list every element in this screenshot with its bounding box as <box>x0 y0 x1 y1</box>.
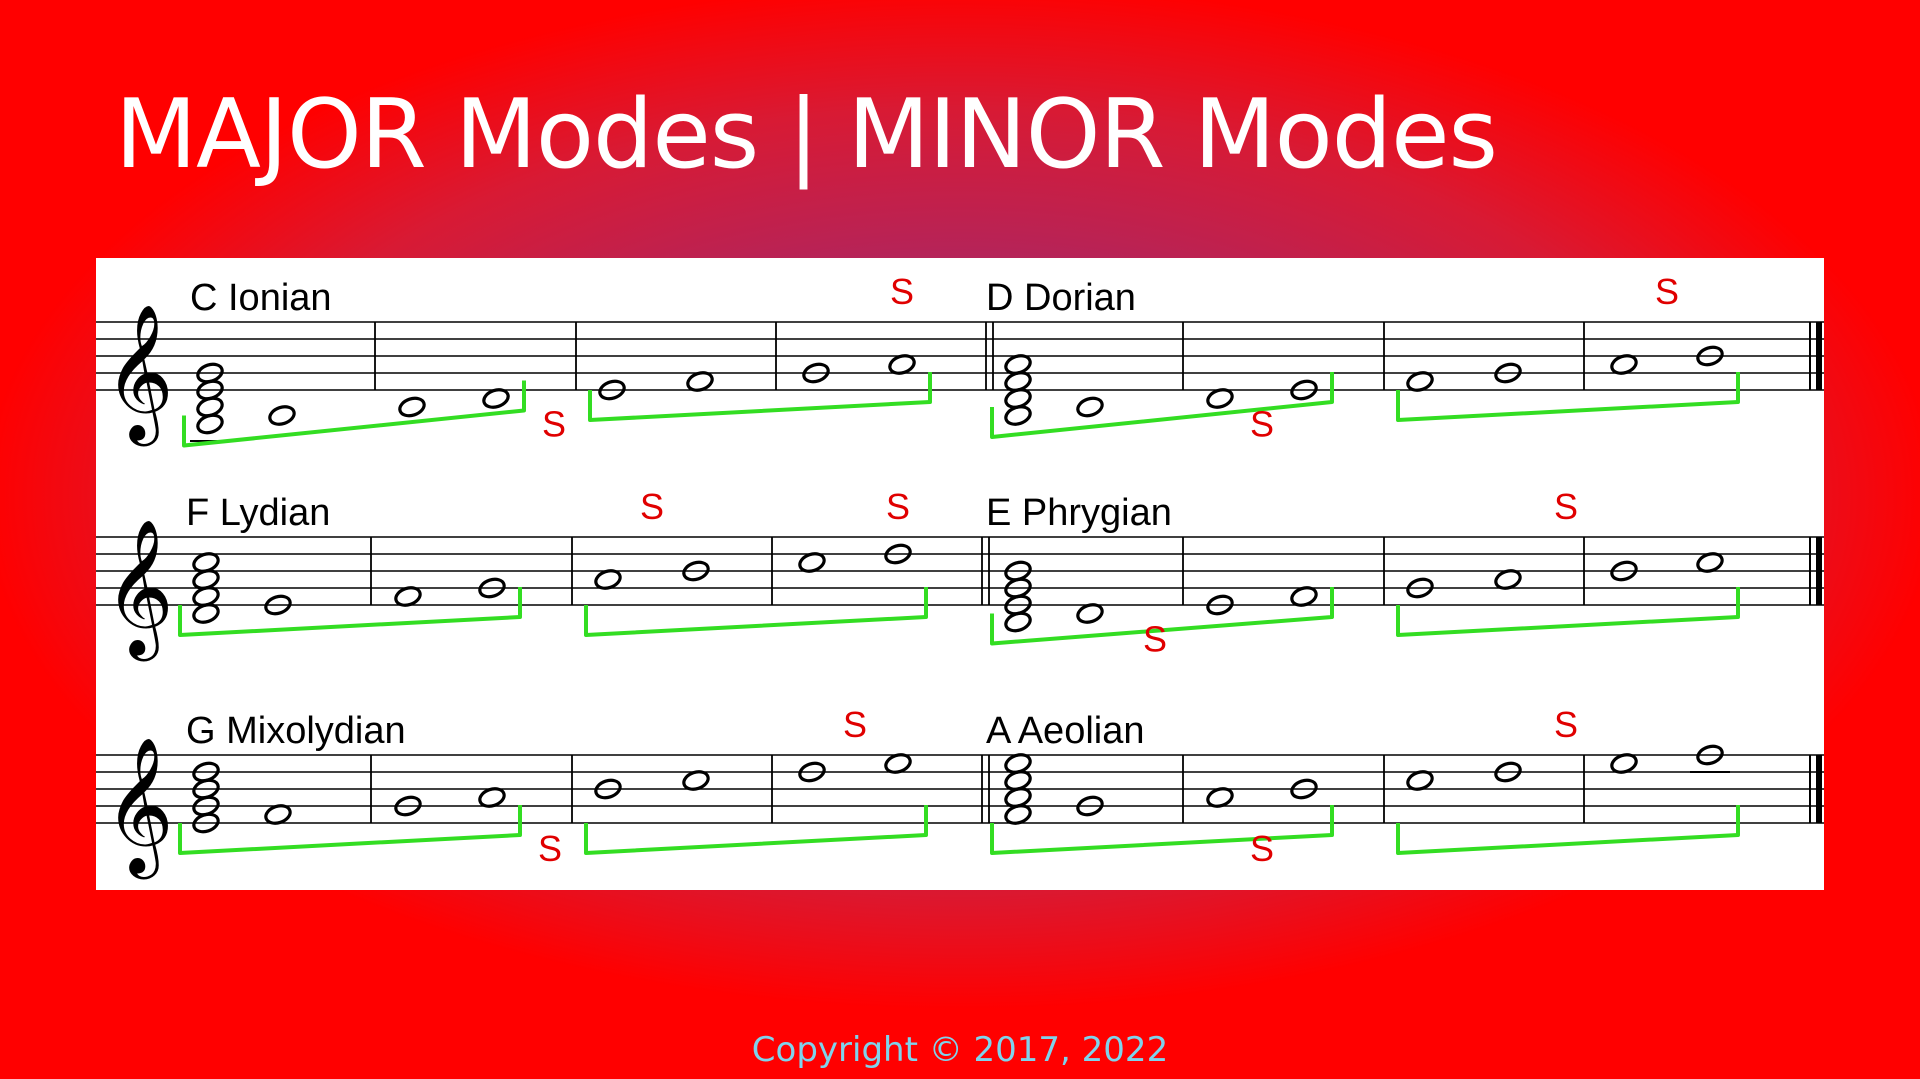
scale-note <box>686 371 714 392</box>
half-step-marker: S <box>1655 271 1679 312</box>
tetrachord-bracket <box>178 805 522 855</box>
mode-name-label: E Phrygian <box>986 492 1172 534</box>
mode-name-label: F Lydian <box>186 492 330 534</box>
chord-note <box>192 552 220 573</box>
tetrachord-bracket <box>588 372 932 422</box>
mode-name-label: A Aeolian <box>986 710 1144 752</box>
scale-note <box>1696 345 1724 367</box>
half-step-marker: S <box>1143 619 1167 660</box>
scale-note <box>398 396 426 418</box>
scale-note <box>1206 787 1234 808</box>
scale-note <box>1406 770 1434 791</box>
scale-note <box>264 594 292 616</box>
scale-note <box>1406 577 1434 599</box>
half-step-marker: S <box>886 486 910 527</box>
scale-note <box>1610 354 1638 375</box>
scale-note <box>888 354 916 375</box>
mode-name-label: D Dorian <box>986 277 1136 319</box>
copyright-notice: Copyright © 2017, 2022 <box>751 1030 1169 1070</box>
half-step-marker: S <box>538 828 562 869</box>
half-step-marker: S <box>1250 404 1274 445</box>
tetrachord-bracket <box>178 587 522 637</box>
scale-note <box>1076 603 1104 624</box>
scale-note <box>1406 371 1434 392</box>
half-step-marker: S <box>890 271 914 312</box>
slide-title: MAJOR Modes | MINOR Modes <box>115 80 1498 190</box>
scale-note <box>482 388 510 409</box>
scale-note <box>1494 761 1522 783</box>
chord-note <box>1004 354 1032 375</box>
tetrachord-bracket <box>990 372 1334 439</box>
chord-note <box>1004 753 1032 774</box>
scale-note <box>594 778 622 800</box>
scale-note <box>1494 569 1522 590</box>
scale-note <box>478 787 506 808</box>
tetrachord-bracket <box>1396 372 1740 422</box>
scale-note <box>1290 586 1318 607</box>
half-step-marker: S <box>1250 828 1274 869</box>
scale-note <box>682 770 710 791</box>
scale-note <box>598 379 626 401</box>
scale-note <box>1076 795 1104 817</box>
scale-note <box>1696 552 1724 573</box>
mode-name-label: G Mixolydian <box>186 710 406 752</box>
scale-note <box>1206 388 1234 409</box>
tetrachord-bracket <box>584 805 928 855</box>
scale-note <box>884 543 912 565</box>
scale-note <box>884 753 912 774</box>
tetrachord-bracket <box>584 587 928 637</box>
mode-name-label: C Ionian <box>190 277 332 319</box>
scale-note <box>1610 753 1638 774</box>
scale-note <box>682 560 710 582</box>
tetrachord-bracket <box>182 380 526 448</box>
scale-note <box>264 804 292 825</box>
scale-note <box>802 362 830 384</box>
scale-note <box>798 761 826 783</box>
scale-note <box>1290 778 1318 800</box>
half-step-marker: S <box>1554 704 1578 745</box>
half-step-marker: S <box>640 486 664 527</box>
half-step-marker: S <box>542 404 566 445</box>
scale-note <box>478 577 506 599</box>
tetrachord-bracket <box>990 805 1334 855</box>
tetrachord-bracket <box>990 587 1334 646</box>
treble-clef-icon: 𝄞 <box>104 735 174 879</box>
treble-clef-icon: 𝄞 <box>104 517 174 661</box>
treble-clef-icon: 𝄞 <box>104 302 174 446</box>
chord-note <box>1004 560 1032 582</box>
tetrachord-bracket <box>1396 805 1740 855</box>
scale-note <box>594 569 622 590</box>
scale-note <box>1290 379 1318 401</box>
scale-note <box>268 405 296 426</box>
scale-note <box>1206 594 1234 616</box>
scale-note <box>394 795 422 817</box>
chord-note <box>192 761 220 783</box>
scale-note <box>1610 560 1638 582</box>
half-step-marker: S <box>1554 486 1578 527</box>
chord-note <box>196 362 224 384</box>
scale-note <box>1494 362 1522 384</box>
half-step-marker: S <box>843 704 867 745</box>
scale-note <box>798 552 826 573</box>
scale-note <box>1696 744 1724 766</box>
scale-note <box>1076 396 1104 418</box>
tetrachord-bracket <box>1396 587 1740 637</box>
scale-note <box>394 586 422 607</box>
